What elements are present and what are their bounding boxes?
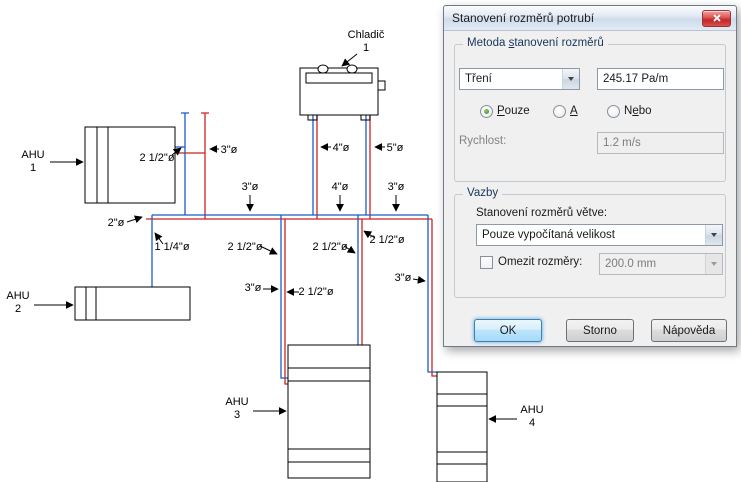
pipe-size-label: 4"ø	[333, 142, 350, 154]
ahu3-number: 3	[234, 409, 240, 421]
constraints-group: Vazby	[454, 187, 726, 298]
chiller-label: Chladič	[348, 29, 385, 41]
pipe-size-label: 2"ø	[108, 217, 125, 229]
chiller-unit[interactable]	[299, 64, 386, 121]
velocity-input	[597, 132, 724, 154]
limit-size-value: 200.0 mm	[605, 258, 657, 270]
pipe-size-label: 2 1/2"ø	[312, 241, 347, 253]
chevron-down-icon[interactable]	[562, 69, 579, 89]
unit-label-arrows	[34, 53, 517, 423]
pipe-size-label: 5"ø	[387, 142, 404, 154]
pipe-size-label: 3"ø	[242, 181, 259, 193]
pipe-size-labels: 2 1/2"ø 3"ø 4"ø 5"ø 3"ø 4"ø 3"ø 2"ø 1 1/…	[108, 142, 412, 298]
label-part: ouze	[504, 105, 530, 117]
radio-and-label[interactable]: A	[570, 105, 578, 117]
radio-and[interactable]	[553, 105, 566, 118]
label-part: e	[632, 105, 639, 117]
size-label-arrows	[126, 143, 426, 296]
radio-or[interactable]	[607, 105, 620, 118]
ahu2-number: 2	[15, 303, 21, 315]
label-part: N	[624, 105, 633, 117]
pipe-sizing-dialog: Stanovení rozměrů potrubí Metoda stanove…	[443, 5, 737, 347]
branch-sizing-value: Pouze vypočítaná velikost	[482, 229, 615, 241]
branch-sizing-combo[interactable]: Pouze vypočítaná velikost	[476, 224, 723, 246]
method-group: Metoda stanovení rozměrů	[454, 37, 726, 182]
arrow-glyph	[711, 233, 717, 237]
label-part: s	[508, 37, 515, 49]
equipment-outlines	[74, 64, 488, 482]
pipe-size-label: 3"ø	[221, 144, 238, 156]
ahu1-number: 1	[30, 162, 36, 174]
label-part: P	[497, 105, 505, 117]
pipe-size-label: 3"ø	[395, 272, 412, 284]
pipe-size-label: 3"ø	[245, 282, 262, 294]
pipe-size-label: 2 1/2"ø	[227, 241, 262, 253]
pipe-size-label: 4"ø	[332, 181, 349, 193]
label-part: Metoda	[467, 37, 509, 49]
unit-labels: Chladič 1 AHU 1 AHU 2 AHU 3 AHU 4	[6, 29, 543, 429]
chiller-number: 1	[363, 42, 369, 54]
arrow-glyph	[711, 262, 717, 266]
limit-size-checkbox[interactable]	[480, 256, 493, 269]
radio-or-label[interactable]: Nebo	[624, 105, 652, 117]
arrow-glyph	[568, 77, 574, 81]
chevron-down-icon[interactable]	[705, 225, 722, 245]
pipe-size-label: 2 1/2"ø	[369, 234, 404, 246]
pipe-size-label: 1 1/4"ø	[154, 241, 189, 253]
pipe-size-label: 3"ø	[388, 181, 405, 193]
dialog-titlebar[interactable]: Stanovení rozměrů potrubí	[444, 6, 736, 31]
radio-only[interactable]	[480, 105, 493, 118]
method-combo[interactable]: Tření	[459, 68, 580, 90]
ok-button[interactable]: OK	[474, 319, 542, 342]
method-combo-value: Tření	[465, 73, 492, 85]
close-button[interactable]	[702, 9, 731, 27]
method-group-title: Metoda stanovení rozměrů	[463, 37, 608, 49]
ahu2-label: AHU	[6, 290, 29, 302]
friction-rate-input[interactable]	[597, 68, 724, 90]
constraints-group-title: Vazby	[463, 187, 503, 199]
ahu4-label: AHU	[520, 404, 543, 416]
limit-size-combo: 200.0 mm	[599, 253, 723, 275]
cancel-button[interactable]: Storno	[566, 319, 634, 342]
chevron-down-icon	[705, 254, 722, 274]
dialog-title: Stanovení rozměrů potrubí	[452, 11, 595, 25]
radio-only-label[interactable]: Pouze	[497, 105, 530, 117]
supply-pipes[interactable]	[151, 112, 437, 379]
pipe-size-label: 2 1/2"ø	[298, 286, 333, 298]
close-icon	[703, 11, 730, 26]
velocity-label: Rychlost:	[459, 135, 507, 147]
limit-size-label[interactable]: Omezit rozměry:	[498, 256, 583, 268]
ahu3-unit[interactable]	[287, 344, 371, 479]
label-part: tanovení rozměrů	[514, 37, 604, 49]
ahu4-unit[interactable]	[436, 371, 488, 482]
label-part: A	[570, 105, 578, 117]
ahu1-label: AHU	[21, 149, 44, 161]
ahu4-number: 4	[529, 417, 535, 429]
return-pipes[interactable]	[146, 112, 437, 385]
help-button[interactable]: Nápověda	[651, 319, 727, 342]
ahu2-unit[interactable]	[74, 286, 191, 321]
ahu1-unit[interactable]	[84, 126, 176, 204]
pipe-size-label: 2 1/2"ø	[139, 152, 174, 164]
label-part: bo	[638, 105, 652, 117]
branch-sizing-label: Stanovení rozměrů větve:	[476, 207, 608, 219]
ahu3-label: AHU	[225, 396, 248, 408]
